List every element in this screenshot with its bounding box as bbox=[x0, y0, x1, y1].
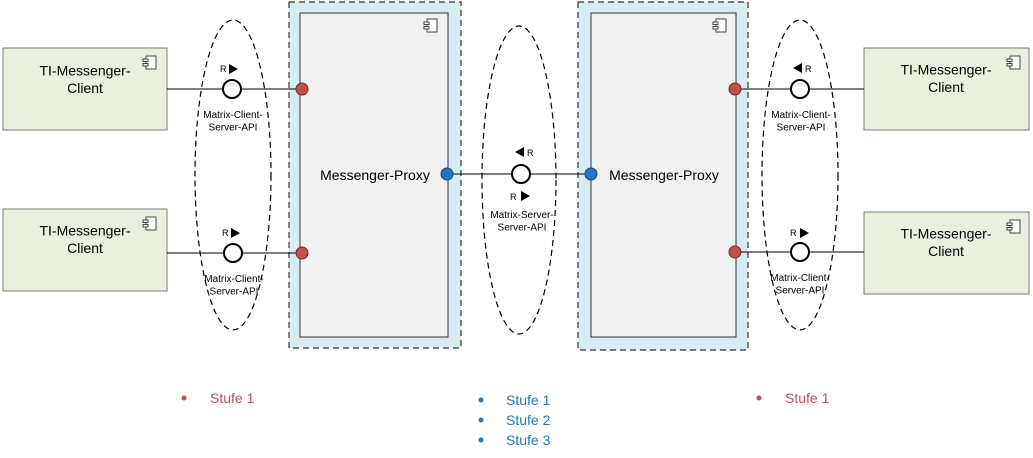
port-red bbox=[728, 245, 742, 259]
legend-item: Stufe 1 bbox=[785, 390, 830, 406]
legend-item: Stufe 1 bbox=[506, 392, 551, 408]
grouping-ellipse-left bbox=[194, 19, 272, 331]
grouping-ellipse-center bbox=[481, 25, 557, 335]
role-label: R bbox=[790, 228, 797, 238]
component-icon bbox=[142, 55, 157, 70]
arrow-left-icon bbox=[515, 147, 524, 157]
arrow-left-icon bbox=[793, 63, 802, 73]
role-label: R bbox=[527, 148, 534, 158]
grouping-ellipse-right bbox=[761, 19, 839, 331]
port-red bbox=[295, 246, 309, 260]
legend-item: Stufe 3 bbox=[506, 432, 551, 448]
arrow-right-icon bbox=[231, 228, 240, 238]
client-box-bottom-right: TI-Messenger-Client bbox=[863, 211, 1030, 295]
api-label-bottom-right: Matrix-Client-Server-API bbox=[770, 273, 829, 297]
component-icon bbox=[1006, 219, 1021, 234]
arrow-right-icon bbox=[229, 64, 238, 74]
client-box-top-right: TI-Messenger-Client bbox=[863, 47, 1030, 131]
client-label: TI-Messenger-Client bbox=[39, 62, 130, 96]
port-blue bbox=[584, 167, 598, 181]
component-icon bbox=[1006, 55, 1021, 70]
component-icon bbox=[712, 18, 727, 33]
interface-circle-bottom-right bbox=[790, 242, 810, 262]
api-label-center: Matrix-Server-Server-API bbox=[490, 210, 553, 234]
proxy-box-right: Messenger-Proxy bbox=[577, 1, 749, 351]
legend-left: Stufe 1 bbox=[181, 390, 255, 406]
role-marker-top-right: R bbox=[793, 63, 812, 74]
arrow-right-icon bbox=[800, 228, 809, 238]
role-label: R bbox=[805, 64, 812, 74]
role-marker-center-top: R bbox=[515, 147, 534, 158]
proxy-label: Messenger-Proxy bbox=[609, 167, 719, 183]
role-marker-center-bottom: R bbox=[510, 191, 530, 202]
port-red bbox=[728, 82, 742, 96]
component-icon bbox=[423, 18, 438, 33]
legend-bullet-blue bbox=[478, 437, 484, 443]
proxy-box-left: Messenger-Proxy bbox=[288, 1, 462, 349]
client-box-top-left: TI-Messenger-Client bbox=[2, 47, 168, 131]
role-label: R bbox=[222, 228, 229, 238]
client-label: TI-Messenger-Client bbox=[39, 222, 130, 256]
client-box-bottom-left: TI-Messenger-Client bbox=[2, 208, 168, 292]
legend-right: Stufe 1 bbox=[756, 390, 830, 406]
connections bbox=[167, 88, 864, 254]
interface-circle-top-left bbox=[222, 79, 242, 99]
role-marker-bottom-left: R bbox=[222, 228, 240, 238]
legend-bullet-blue bbox=[478, 397, 484, 403]
role-label: R bbox=[220, 64, 227, 74]
legend-item: Stufe 2 bbox=[506, 412, 551, 428]
client-label: TI-Messenger-Client bbox=[900, 61, 991, 95]
role-label: R bbox=[510, 192, 517, 202]
legend-center: Stufe 1 Stufe 2 Stufe 3 bbox=[478, 392, 551, 448]
api-label-top-left: Matrix-Client-Server-API bbox=[203, 110, 262, 134]
legend-bullet-red bbox=[756, 395, 762, 401]
legend-item: Stufe 1 bbox=[210, 390, 255, 406]
port-red bbox=[295, 82, 309, 96]
interface-circle-bottom-left bbox=[223, 243, 243, 263]
interface-circle-center bbox=[511, 164, 531, 184]
arrow-right-icon bbox=[521, 191, 530, 201]
role-marker-bottom-right: R bbox=[790, 228, 809, 238]
port-blue bbox=[440, 167, 454, 181]
legend-bullet-blue bbox=[478, 417, 484, 423]
legend-bullet-red bbox=[181, 395, 187, 401]
client-label: TI-Messenger-Client bbox=[900, 225, 991, 259]
role-marker-top-left: R bbox=[220, 64, 238, 74]
api-label-top-right: Matrix-Client-Server-API bbox=[771, 110, 830, 134]
component-icon bbox=[142, 216, 157, 231]
api-label-bottom-left: Matrix-Client-Server-API bbox=[204, 274, 263, 298]
proxy-label: Messenger-Proxy bbox=[320, 167, 430, 183]
interface-circle-top-right bbox=[790, 79, 810, 99]
